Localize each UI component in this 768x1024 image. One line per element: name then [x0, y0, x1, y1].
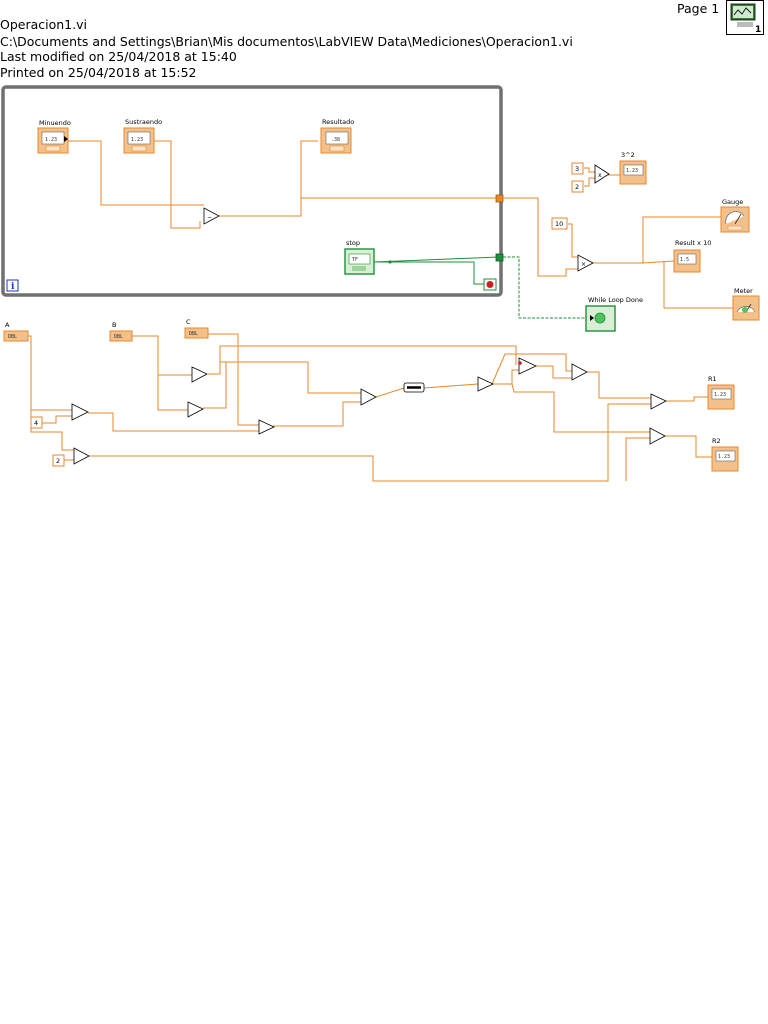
- right-wires: [503, 167, 734, 309]
- sustraendo-glyph: 1.23: [131, 137, 143, 143]
- meter-indicator[interactable]: Meter: [732, 287, 760, 321]
- c-label: C: [186, 318, 191, 326]
- svg-text:1.23: 1.23: [626, 168, 638, 174]
- vi-icon-number: 1: [755, 25, 761, 34]
- b-label: B: [112, 321, 116, 329]
- svg-text:1.23: 1.23: [714, 392, 726, 398]
- const-two-b[interactable]: 2: [52, 454, 65, 467]
- sustraendo-label: Sustraendo: [125, 118, 162, 126]
- while-loop-frame[interactable]: [1, 85, 503, 297]
- r2-indicator[interactable]: R2 1.23: [711, 437, 739, 472]
- svg-text:4: 4: [34, 419, 38, 427]
- svg-text:3: 3: [575, 165, 579, 173]
- formula-nodes[interactable]: [71, 357, 667, 465]
- subtract-node[interactable]: [203, 207, 220, 225]
- svg-text:×: ×: [581, 261, 586, 268]
- minuendo-label: Minuendo: [39, 119, 71, 127]
- const-three[interactable]: 3: [571, 162, 584, 175]
- result-x10-label: Result x 10: [675, 239, 711, 247]
- resultado-glyph: .38: [331, 137, 340, 143]
- iteration-glyph: i: [11, 282, 15, 292]
- sqrt-node[interactable]: [403, 382, 425, 393]
- stop-label: stop: [346, 239, 360, 247]
- vi-path: C:\Documents and Settings\Brian\Mis docu…: [0, 34, 573, 49]
- vi-icon: 1: [726, 0, 764, 35]
- three-squared-label: 3^2: [621, 151, 635, 159]
- meter-label: Meter: [734, 287, 753, 295]
- a-control[interactable]: A DBL: [3, 321, 29, 342]
- r1-indicator[interactable]: R1 1.23: [707, 375, 735, 410]
- svg-text:1.5: 1.5: [680, 257, 689, 263]
- b-control[interactable]: B DBL: [109, 321, 133, 342]
- power-node[interactable]: [594, 164, 610, 184]
- multiply-node[interactable]: [577, 254, 594, 272]
- loop-done-indicator[interactable]: While Loop Done: [585, 296, 643, 332]
- bool-tunnel: [495, 253, 504, 262]
- stop-control[interactable]: stop TF: [344, 239, 375, 275]
- resultado-indicator[interactable]: Resultado .38: [320, 118, 354, 154]
- svg-text:DBL: DBL: [8, 334, 17, 340]
- loop-done-wire: [503, 256, 586, 319]
- iteration-terminal: [6, 279, 19, 292]
- formula-wires: [28, 333, 712, 482]
- printed-date: Printed on 25/04/2018 at 15:52: [0, 65, 197, 80]
- stop-wire: [373, 256, 500, 285]
- svg-text:DBL: DBL: [114, 334, 123, 340]
- last-modified: Last modified on 25/04/2018 at 15:40: [0, 49, 237, 64]
- sustraendo-control[interactable]: Sustraendo 1.23: [123, 118, 162, 154]
- svg-text:2: 2: [56, 457, 60, 465]
- three-squared-indicator[interactable]: 3^2 1.23: [619, 151, 647, 185]
- result-x10-indicator[interactable]: Result x 10 1.5: [673, 239, 711, 273]
- svg-text:1.23: 1.23: [718, 454, 730, 460]
- svg-text:10: 10: [555, 220, 563, 228]
- const-four[interactable]: 4: [30, 416, 43, 429]
- svg-text:DBL: DBL: [189, 331, 198, 337]
- svg-text:2: 2: [575, 183, 579, 191]
- c-control[interactable]: C DBL: [184, 318, 209, 339]
- a-label: A: [5, 321, 10, 329]
- gauge-indicator[interactable]: Gauge: [720, 198, 750, 233]
- const-ten[interactable]: 10: [551, 217, 568, 230]
- vi-title: Operacion1.vi: [0, 17, 87, 32]
- r2-label: R2: [712, 437, 721, 445]
- minuendo-control[interactable]: Minuendo 1.23: [37, 119, 71, 154]
- gauge-label: Gauge: [722, 198, 743, 206]
- svg-text:−: −: [207, 214, 212, 221]
- const-two-a[interactable]: 2: [571, 180, 584, 193]
- loop-done-label: While Loop Done: [588, 296, 643, 304]
- loop-wires: [68, 140, 499, 229]
- r1-label: R1: [708, 375, 717, 383]
- stop-glyph: TF: [352, 257, 358, 263]
- page-number: Page 1: [677, 1, 720, 16]
- resultado-label: Resultado: [322, 118, 354, 126]
- minuendo-glyph: 1.23: [45, 137, 57, 143]
- numeric-tunnel: [495, 194, 504, 203]
- svg-text:x: x: [598, 172, 602, 179]
